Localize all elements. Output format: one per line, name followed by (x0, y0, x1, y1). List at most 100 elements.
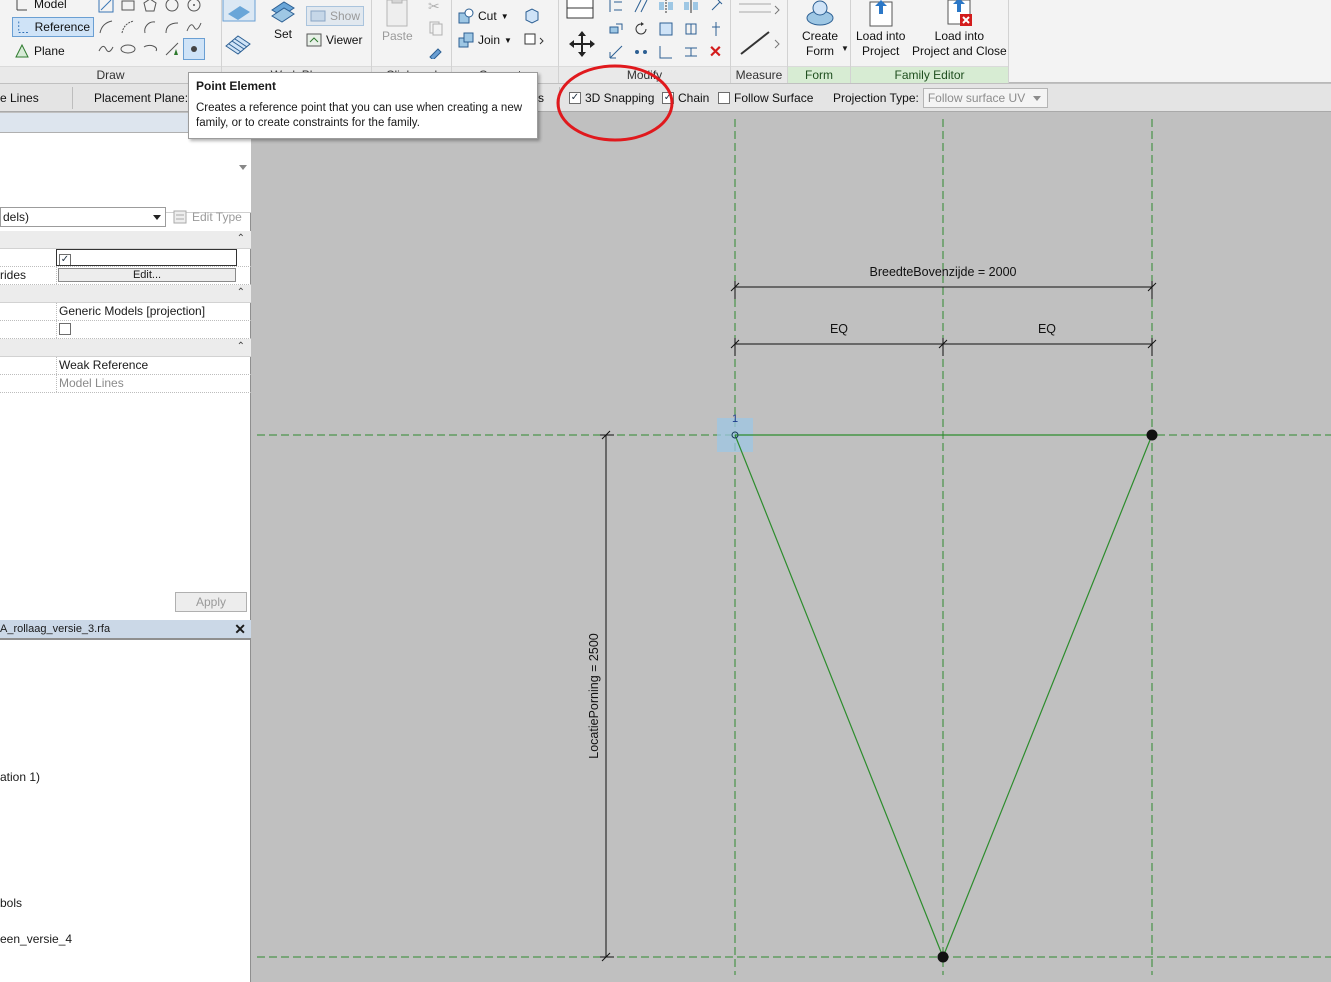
model-line-right[interactable] (942, 434, 1153, 958)
projection-type-dropdown[interactable]: Follow surface UV (922, 88, 1049, 108)
properties-filter-select[interactable]: dels) (0, 207, 166, 227)
pick-workplane-button[interactable] (222, 0, 256, 22)
dimension-eq-left-label[interactable]: EQ (830, 322, 848, 336)
line-tool-icon[interactable] (95, 0, 117, 16)
context-label-text: e Lines (0, 91, 39, 105)
model-line-button[interactable]: Model (14, 0, 67, 12)
cut-geometry-button[interactable]: Cut ▼ (458, 8, 509, 24)
fillet-arc-icon[interactable] (161, 16, 183, 38)
rectangle-tool-icon[interactable] (117, 0, 139, 16)
cut-dropdown-icon[interactable]: ▼ (500, 11, 509, 21)
dimension-overall-label[interactable]: BreedteBovenzijde = 2000 (870, 265, 1017, 279)
move-icon[interactable] (567, 30, 597, 63)
measure-along-icon[interactable] (737, 28, 781, 61)
collapse-icon[interactable]: ⌃ (236, 287, 245, 298)
plane-label: Plane (34, 44, 65, 58)
trim-extend-icon[interactable] (678, 40, 703, 63)
reference-point-bottom[interactable] (937, 951, 949, 963)
edit-type-button[interactable]: Edit Type (172, 209, 242, 225)
trim-icon[interactable] (653, 17, 678, 40)
create-form-button[interactable]: Create Form (802, 0, 838, 58)
split-gap-icon[interactable] (653, 40, 678, 63)
arc-tangent-icon[interactable] (139, 16, 161, 38)
apply-button[interactable]: Apply (175, 592, 247, 612)
pick-lines-icon[interactable] (161, 38, 183, 60)
reference-line-icon (18, 21, 28, 33)
workplane-viewer-button[interactable]: Viewer (306, 32, 362, 48)
ellipse-tool-icon[interactable] (117, 38, 139, 60)
tree-item[interactable]: bols (0, 896, 23, 910)
unpin-icon[interactable] (703, 0, 728, 17)
options-separator (72, 87, 73, 109)
mirror-axis-icon[interactable] (653, 0, 678, 17)
dimension-vertical-label[interactable]: LocatiePorning = 2500 (587, 633, 601, 758)
load-into-project-button[interactable]: Load into Project (856, 0, 905, 58)
align-icon[interactable] (603, 0, 628, 17)
property-group-header[interactable]: ⌃ (0, 231, 251, 249)
follow-surface-checkbox[interactable] (718, 92, 730, 104)
reference-line-button[interactable]: Reference (12, 17, 94, 37)
join-dropdown-icon[interactable]: ▼ (504, 35, 512, 45)
join-geometry-button[interactable]: Join ▼ (458, 32, 512, 48)
cut-icon[interactable]: ✂ (428, 0, 440, 14)
modify-select-icon[interactable] (565, 0, 595, 25)
pin-icon[interactable] (703, 17, 728, 40)
delete-icon[interactable]: ✕ (708, 43, 723, 61)
follow-surface-option[interactable]: Follow Surface (718, 91, 813, 105)
set-workplane-button[interactable]: Set (270, 0, 296, 41)
split-face-icon[interactable] (524, 8, 540, 27)
reference-plane-button[interactable]: Plane (14, 43, 65, 59)
solid-checkbox[interactable] (59, 323, 71, 335)
collapse-icon[interactable]: ⌃ (236, 233, 245, 244)
measure-between-icon[interactable] (737, 0, 781, 23)
load-into-project-and-close-button[interactable]: Load into Project and Close (912, 0, 1007, 58)
tree-item[interactable]: ation 1) (0, 770, 41, 784)
point-element-icon[interactable] (183, 38, 205, 60)
paint-icon[interactable] (524, 32, 546, 51)
property-group-header[interactable]: ⌃ (0, 339, 251, 357)
partial-ellipse-icon[interactable] (139, 38, 161, 60)
mirror-draw-icon[interactable] (678, 0, 703, 17)
array-icon[interactable] (628, 40, 653, 63)
reference-point-top-right[interactable] (1146, 429, 1158, 441)
tree-item[interactable]: een_versie_4 (0, 932, 73, 946)
workplane-grid-button[interactable] (224, 32, 252, 58)
polygon-tool-icon[interactable] (139, 0, 161, 16)
property-value: ✓ (56, 249, 237, 266)
drawing-svg[interactable]: 1 BreedteBovenzijde = 2000 EQ EQ Locatie… (257, 113, 1331, 982)
family-editor-panel-title: Family Editor (851, 66, 1008, 83)
reference-point-top-left[interactable] (731, 431, 739, 439)
drawing-canvas[interactable]: 1 BreedteBovenzijde = 2000 EQ EQ Locatie… (257, 113, 1331, 982)
collapse-icon[interactable]: ⌃ (236, 341, 245, 352)
copy-element-icon[interactable] (603, 17, 628, 40)
property-value[interactable]: Generic Models [projection] (56, 303, 237, 320)
type-selector[interactable] (0, 133, 251, 213)
paste-button[interactable]: Paste (382, 0, 413, 43)
property-value[interactable]: Weak Reference (56, 357, 237, 374)
offset-icon[interactable] (628, 0, 653, 17)
draw-tools-grid (95, 0, 205, 60)
circle-tool-icon[interactable] (183, 0, 205, 16)
overrides-edit-button[interactable]: Edit... (58, 268, 236, 282)
3d-snapping-checkbox[interactable]: ✓ (569, 92, 581, 104)
scale-icon[interactable] (603, 40, 628, 63)
show-workplane-button[interactable]: Show (306, 6, 365, 26)
match-properties-icon[interactable] (428, 43, 444, 62)
property-group-header[interactable]: ⌃ (0, 285, 251, 303)
model-line-left[interactable] (734, 434, 944, 958)
type-selector-dropdown-icon[interactable] (239, 165, 247, 170)
copy-icon[interactable] (428, 20, 444, 39)
rotate-icon[interactable] (628, 17, 653, 40)
circle-polygon-tool-icon[interactable] (161, 0, 183, 16)
3d-snapping-option[interactable]: ✓ 3D Snapping (569, 91, 654, 105)
split-icon[interactable] (678, 17, 703, 40)
draw-panel: Model Reference Plane Draw (0, 0, 222, 83)
arc-start-end-icon[interactable] (95, 16, 117, 38)
create-form-dropdown-icon[interactable]: ▼ (841, 44, 849, 53)
spline-tool-icon[interactable] (183, 16, 205, 38)
dimension-eq-right-label[interactable]: EQ (1038, 322, 1056, 336)
arc-center-icon[interactable] (117, 16, 139, 38)
close-icon[interactable]: ✕ (234, 621, 246, 637)
visible-checkbox[interactable]: ✓ (59, 254, 71, 265)
spline-through-points-icon[interactable] (95, 38, 117, 60)
